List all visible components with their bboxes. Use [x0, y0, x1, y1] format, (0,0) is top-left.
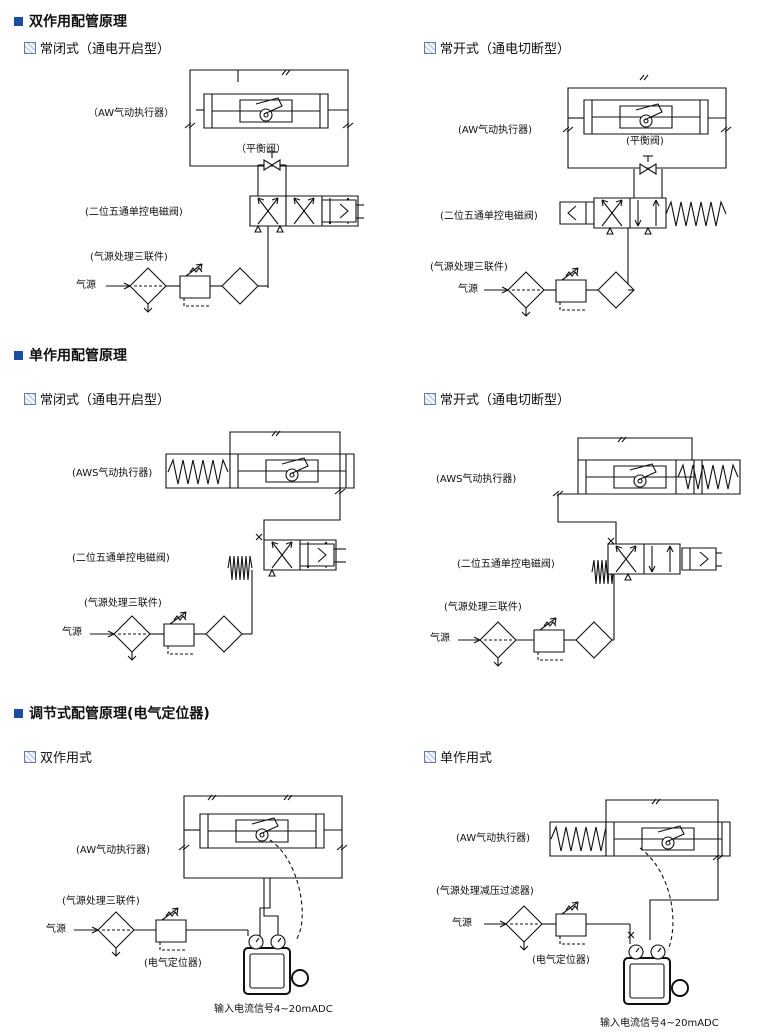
label-solenoid: (二位五通单控电磁阀) — [85, 207, 183, 218]
subtitle-icon — [24, 392, 36, 405]
label-positioner: (电气定位器) — [532, 955, 590, 966]
label-frl: (气源处理三联件) — [90, 252, 168, 263]
label-solenoid: (二位五通单控电磁阀) — [440, 211, 538, 222]
diagram-double-nc — [106, 70, 364, 313]
label-positioner: (电气定位器) — [144, 958, 202, 969]
label-air-source: 气源 — [76, 280, 96, 291]
diagram-reg-single — [484, 799, 731, 1005]
subtitle-reg-double: 双作用式 — [24, 747, 92, 766]
subtitle-reg-single: 单作用式 — [424, 747, 492, 766]
label-solenoid: (二位五通单控电磁阀) — [72, 553, 170, 564]
subtitle-icon — [24, 750, 36, 763]
label-air-source: 气源 — [452, 918, 472, 929]
diagram-single-nc — [90, 431, 355, 661]
label-solenoid: (二位五通单控电磁阀) — [457, 559, 555, 570]
label-actuator: (AW气动执行器) — [458, 125, 532, 136]
diagram-double-no — [484, 75, 731, 317]
section-title-regulating: 调节式配管原理(电气定位器) — [14, 703, 210, 723]
bullet-square-icon — [14, 16, 23, 26]
subtitle-icon — [24, 41, 36, 54]
label-balance-valve: (平衡阀) — [626, 136, 664, 147]
label-actuator: (AWS气动执行器) — [72, 468, 153, 479]
section-title-single: 单作用配管原理 — [14, 345, 127, 365]
label-air-source: 气源 — [62, 627, 82, 638]
label-air-source: 气源 — [46, 924, 66, 935]
label-actuator: (AW气动执行器) — [76, 845, 150, 856]
bullet-square-icon — [14, 708, 23, 718]
label-frl: (气源处理三联件) — [62, 896, 140, 907]
label-input-signal: 输入电流信号4~20mADC — [600, 1018, 719, 1029]
bullet-square-icon — [14, 350, 23, 360]
label-actuator: (AWS气动执行器) — [436, 474, 517, 485]
subtitle-double-nc: 常闭式（通电开启型） — [24, 38, 170, 57]
label-air-source: 气源 — [430, 633, 450, 644]
label-frl-reg: (气源处理减压过滤器) — [436, 886, 534, 897]
subtitle-double-no: 常开式（通电切断型） — [424, 38, 570, 57]
subtitle-single-no: 常开式（通电切断型） — [424, 389, 570, 408]
label-balance-valve: （平衡阀） — [236, 144, 286, 155]
label-input-signal: 输入电流信号4~20mADC — [214, 1004, 333, 1015]
label-frl: (气源处理三联件) — [444, 602, 522, 613]
subtitle-single-nc: 常闭式（通电开启型） — [24, 389, 170, 408]
subtitle-icon — [424, 750, 436, 763]
diagram-reg-double — [74, 795, 347, 995]
label-air-source: 气源 — [458, 284, 478, 295]
subtitle-icon — [424, 392, 436, 405]
label-frl: (气源处理三联件) — [84, 598, 162, 609]
label-actuator: (AW气动执行器) — [456, 833, 530, 844]
subtitle-icon — [424, 41, 436, 54]
label-frl: (气源处理三联件) — [430, 262, 508, 273]
diagram-single-no — [458, 437, 740, 667]
section-title-double: 双作用配管原理 — [14, 11, 127, 31]
label-actuator: （AW气动执行器） — [88, 108, 175, 119]
